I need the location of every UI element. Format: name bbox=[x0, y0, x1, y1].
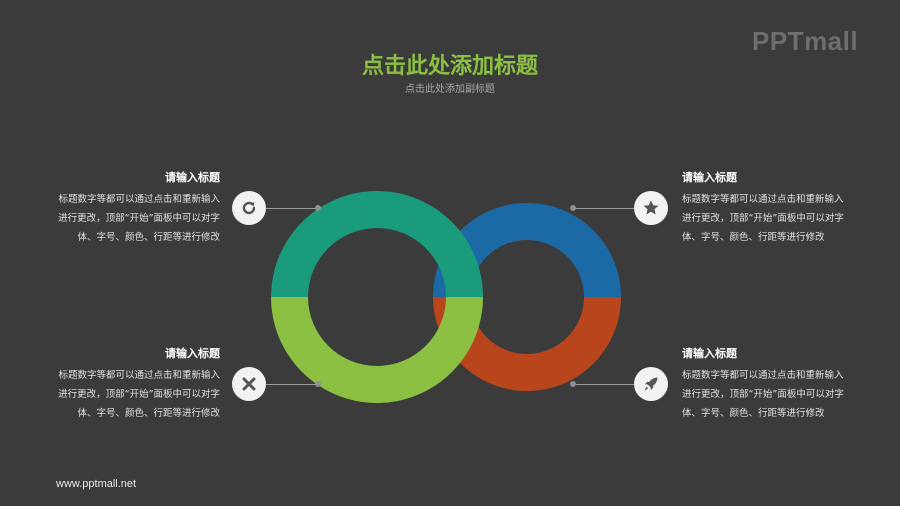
block-body[interactable]: 标题数字等都可以通过点击和重新输入 进行更改，顶部“开始”面板中可以对字 体、字… bbox=[682, 194, 844, 243]
footer-url[interactable]: www.pptmall.net bbox=[56, 478, 137, 490]
block-heading[interactable]: 请输入标题 bbox=[165, 171, 220, 184]
connector-dot-bottom-right bbox=[570, 381, 576, 387]
connector-line-top-left bbox=[266, 208, 318, 209]
block-body[interactable]: 标题数字等都可以通过点击和重新输入 进行更改，顶部“开始”面板中可以对字 体、字… bbox=[58, 370, 220, 419]
connector-dot-bottom-left bbox=[315, 381, 321, 387]
connector-line-bottom-right bbox=[573, 384, 635, 385]
block-heading[interactable]: 请输入标题 bbox=[682, 171, 737, 184]
ring-right-top-blue bbox=[433, 203, 621, 297]
close-icon[interactable] bbox=[232, 367, 266, 401]
text-block-top-right: 请输入标题 标题数字等都可以通过点击和重新输入 进行更改，顶部“开始”面板中可以… bbox=[682, 171, 862, 247]
connector-dot-top-left bbox=[315, 205, 321, 211]
block-heading[interactable]: 请输入标题 bbox=[682, 347, 737, 360]
block-heading[interactable]: 请输入标题 bbox=[165, 347, 220, 360]
page-title[interactable]: 点击此处添加标题 bbox=[361, 54, 538, 79]
block-body[interactable]: 标题数字等都可以通过点击和重新输入 进行更改，顶部“开始”面板中可以对字 体、字… bbox=[58, 194, 220, 243]
connector-line-bottom-left bbox=[266, 384, 318, 385]
text-block-bottom-right: 请输入标题 标题数字等都可以通过点击和重新输入 进行更改，顶部“开始”面板中可以… bbox=[682, 347, 862, 423]
page-subtitle[interactable]: 点击此处添加副标题 bbox=[405, 84, 495, 95]
brand-logo: PPTmall bbox=[752, 26, 859, 56]
text-block-top-left: 请输入标题 标题数字等都可以通过点击和重新输入 进行更改，顶部“开始”面板中可以… bbox=[40, 171, 220, 247]
rocket-icon[interactable] bbox=[634, 367, 668, 401]
ring-left-bottom-green bbox=[271, 297, 483, 403]
connector-line-top-right bbox=[573, 208, 635, 209]
connector-dot-top-right bbox=[570, 205, 576, 211]
block-body[interactable]: 标题数字等都可以通过点击和重新输入 进行更改，顶部“开始”面板中可以对字 体、字… bbox=[682, 370, 844, 419]
refresh-icon[interactable] bbox=[232, 191, 266, 225]
ring-right-bottom-orange bbox=[433, 297, 621, 391]
star-icon[interactable] bbox=[634, 191, 668, 225]
text-block-bottom-left: 请输入标题 标题数字等都可以通过点击和重新输入 进行更改，顶部“开始”面板中可以… bbox=[40, 347, 220, 423]
ring-left-top-teal bbox=[271, 191, 483, 297]
